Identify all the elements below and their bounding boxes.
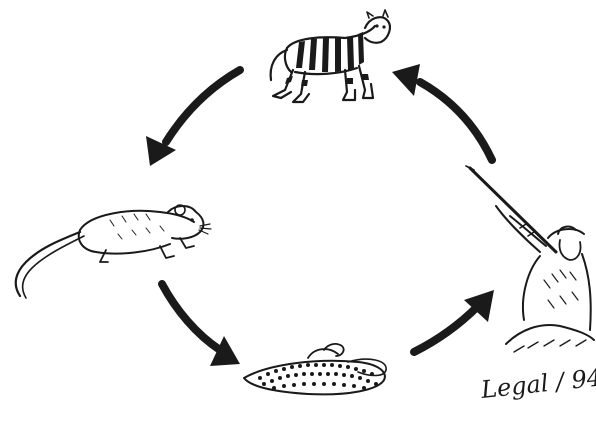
arrow-hunter-to-tiger	[392, 64, 492, 160]
artist-signature: Legal / 94	[479, 363, 596, 404]
arrow-tiger-to-rat	[146, 70, 240, 166]
rat-illustration	[16, 205, 211, 298]
arrow-rat-to-corn	[162, 284, 240, 366]
corn-illustration	[244, 344, 386, 394]
tiger-illustration	[271, 10, 390, 102]
hunter-illustration	[466, 166, 594, 352]
arrow-corn-to-hunter	[414, 290, 494, 352]
